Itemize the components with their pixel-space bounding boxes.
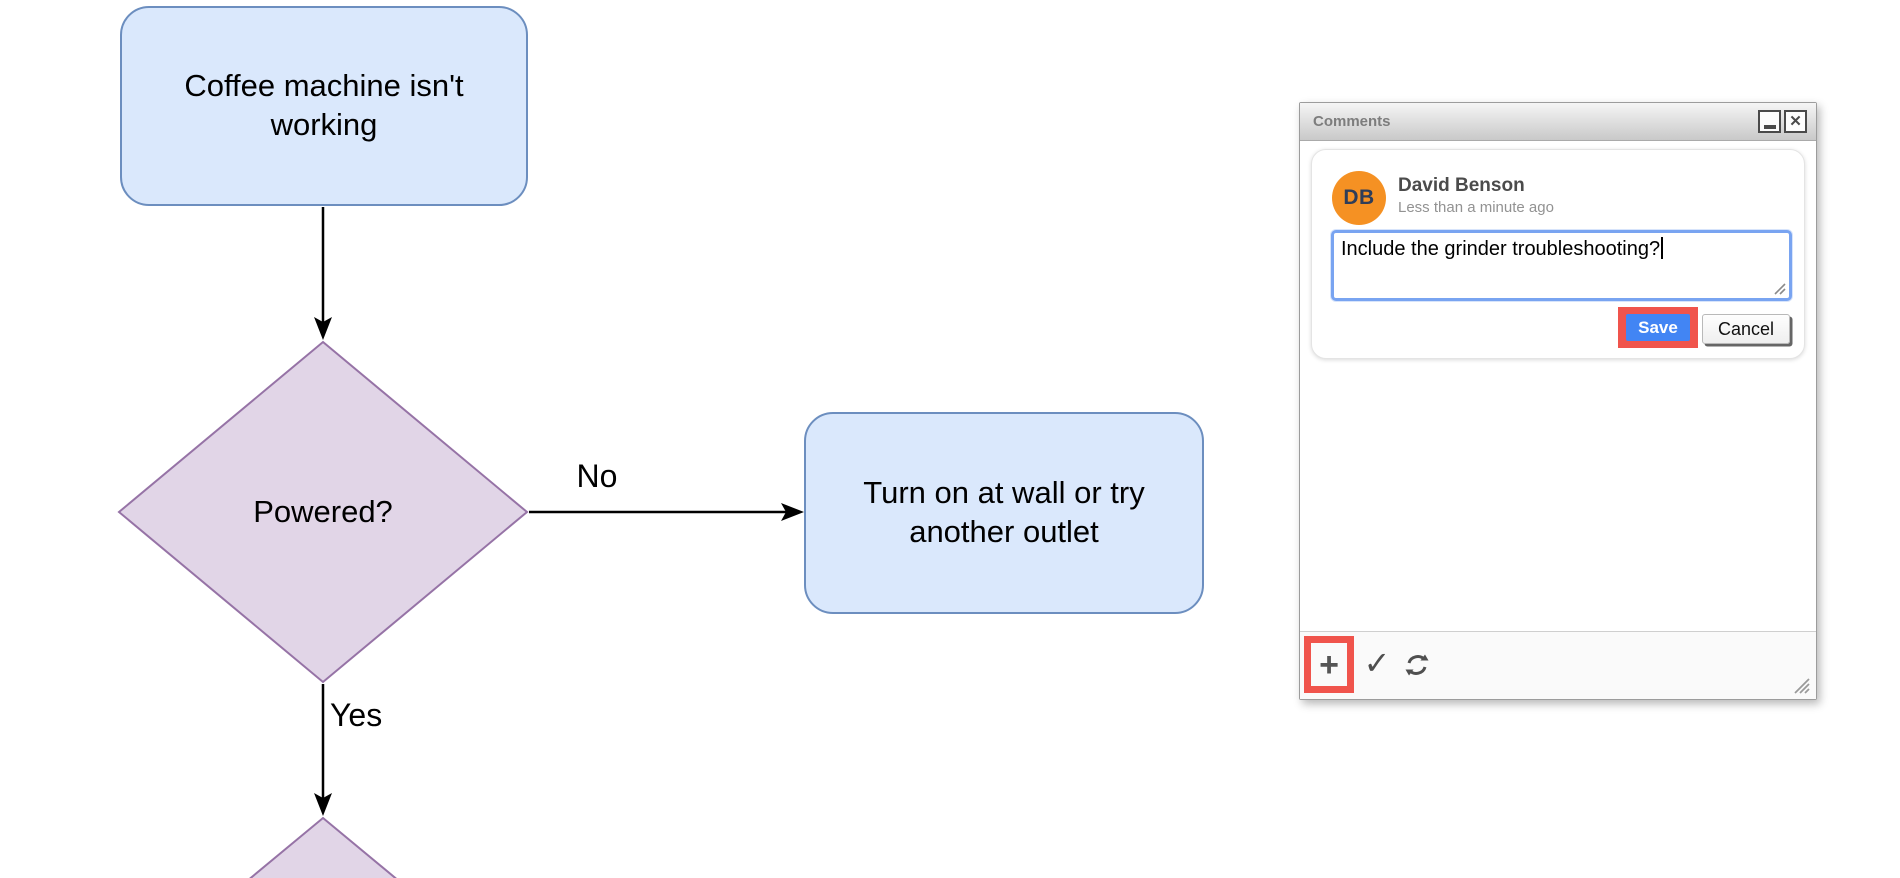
node-start-shape[interactable] [120, 6, 528, 206]
close-icon: ✕ [1789, 113, 1802, 130]
node-outlet-shape[interactable] [804, 412, 1204, 614]
edge-label-no: No [576, 458, 618, 494]
node-start-label: Coffee machine isn't working [184, 68, 464, 142]
minimize-button[interactable] [1758, 110, 1781, 133]
resolved-comments-icon[interactable]: ✓ [1363, 645, 1391, 681]
cancel-button[interactable]: Cancel [1702, 314, 1790, 344]
edge-arrowheads [314, 317, 804, 816]
node-outlet-label: Turn on at wall or try another outlet [863, 475, 1145, 549]
comment-draft-text: Include the grinder troubleshooting? [1341, 238, 1663, 260]
panel-resize-handle[interactable] [1792, 676, 1810, 694]
panel-title: Comments [1313, 113, 1391, 130]
comment-input[interactable]: Include the grinder troubleshooting? [1331, 230, 1792, 301]
add-comment-icon[interactable]: + [1319, 645, 1339, 684]
save-highlight: Save [1618, 307, 1698, 348]
comment-card: DB David Benson Less than a minute ago I… [1311, 149, 1805, 359]
comments-panel-content: DB David Benson Less than a minute ago I… [1300, 141, 1816, 631]
close-button[interactable]: ✕ [1784, 110, 1807, 133]
node-next-shape-partial[interactable] [118, 816, 528, 878]
node-powered-shape[interactable] [117, 340, 529, 684]
comment-author: David Benson [1398, 175, 1525, 196]
edge-label-yes: Yes [330, 697, 383, 733]
textarea-resize-icon[interactable] [1772, 281, 1786, 295]
node-powered-label: Powered? [253, 493, 393, 529]
minimize-icon [1763, 125, 1776, 129]
comments-panel-titlebar[interactable]: Comments ✕ [1300, 103, 1816, 141]
save-button[interactable]: Save [1626, 314, 1690, 341]
arrowhead-right-icon [781, 503, 804, 521]
arrowhead-down-1-icon [314, 317, 332, 340]
refresh-comments-icon[interactable] [1403, 651, 1431, 679]
edge-lines [321, 207, 786, 798]
comment-timestamp: Less than a minute ago [1398, 199, 1554, 216]
comments-panel: Comments ✕ DB David Benson Less than a m… [1299, 102, 1817, 700]
add-comment-highlight: + [1304, 636, 1354, 693]
comments-toolbar: + ✓ [1300, 631, 1816, 699]
avatar: DB [1332, 171, 1386, 225]
arrowhead-down-2-icon [314, 793, 332, 816]
